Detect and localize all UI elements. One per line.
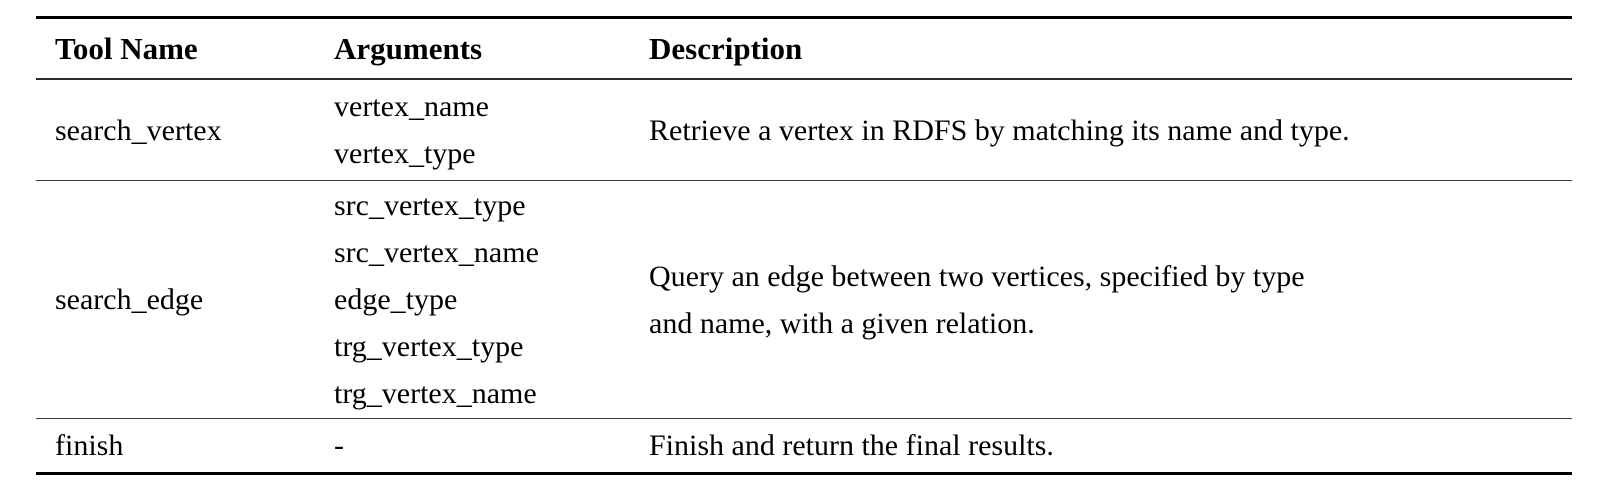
- table-body: search_vertex vertex_name vertex_type Re…: [36, 80, 1572, 476]
- argument-item: vertex_type: [334, 137, 476, 170]
- description-line: Retrieve a vertex in RDFS by matching it…: [649, 113, 1350, 147]
- cell-tool-name: search_vertex: [55, 113, 222, 147]
- tool-table: Tool Name Arguments Description search_v…: [36, 16, 1572, 476]
- cell-description: Finish and return the final results.: [630, 419, 1572, 474]
- rule-bottom-row: [36, 472, 1572, 476]
- cell-arguments: -: [315, 419, 630, 474]
- argument-item: trg_vertex_name: [334, 377, 537, 410]
- rule-top-row: [36, 16, 1572, 20]
- table-row: search_vertex vertex_name vertex_type Re…: [36, 80, 1572, 181]
- row-rule: [36, 180, 1572, 181]
- description-line: Finish and return the final results.: [649, 429, 1054, 462]
- table-header: Tool Name Arguments Description: [36, 16, 1572, 81]
- row-rule: [36, 418, 1572, 419]
- argument-item: src_vertex_type: [334, 189, 526, 222]
- rule-row-divider: [36, 418, 1572, 419]
- argument-item: vertex_name: [334, 90, 489, 123]
- cell-description: Retrieve a vertex in RDFS by matching it…: [630, 80, 1572, 181]
- argument-item: src_vertex_name: [334, 236, 539, 269]
- cell-tool-name: search_edge: [55, 283, 204, 316]
- column-header-tool-name: Tool Name: [55, 31, 198, 66]
- cell-tool-name: finish: [55, 429, 124, 462]
- cell-arguments: src_vertex_type src_vertex_name edge_typ…: [315, 181, 630, 419]
- tool-table-container: Tool Name Arguments Description search_v…: [36, 16, 1572, 476]
- top-rule: [36, 16, 1572, 20]
- column-header-arguments: Arguments: [334, 31, 483, 66]
- description-line: and name, with a given relation.: [649, 306, 1035, 340]
- argument-item: -: [334, 429, 344, 462]
- description-line: Query an edge between two vertices, spec…: [649, 259, 1305, 293]
- table-row: finish - Finish and return the final res…: [36, 419, 1572, 474]
- argument-item: trg_vertex_type: [334, 330, 524, 363]
- column-header-description: Description: [649, 31, 803, 66]
- argument-item: edge_type: [334, 283, 458, 316]
- table-row: search_edge src_vertex_type src_vertex_n…: [36, 181, 1572, 419]
- table-header-row: Tool Name Arguments Description: [36, 19, 1572, 79]
- rule-row-divider: [36, 180, 1572, 181]
- cell-arguments: vertex_name vertex_type: [315, 80, 630, 181]
- bottom-rule: [36, 472, 1572, 476]
- cell-description: Query an edge between two vertices, spec…: [630, 181, 1572, 419]
